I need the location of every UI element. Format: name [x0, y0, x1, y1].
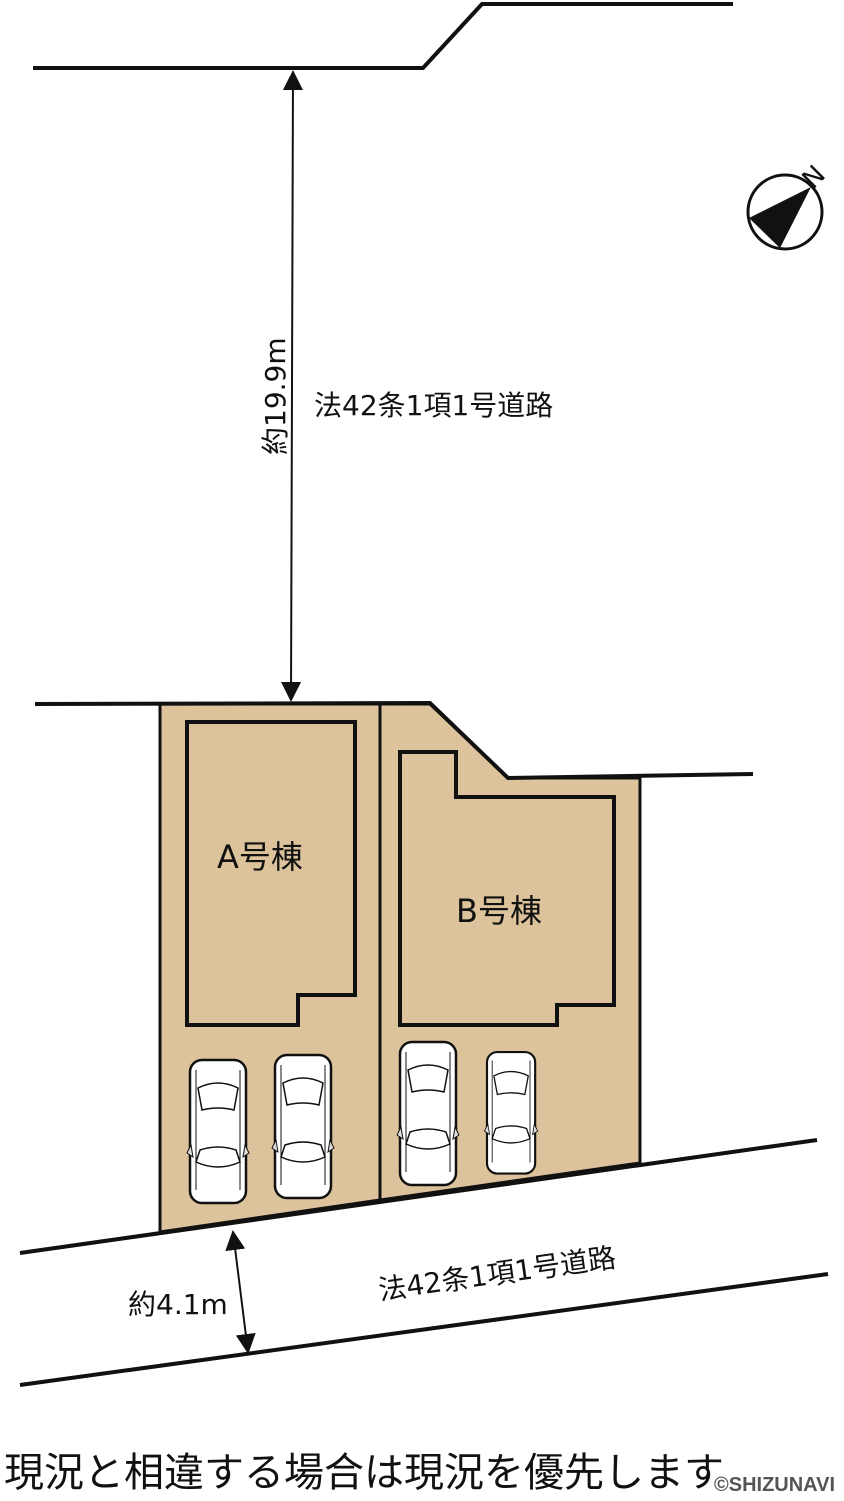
building-b — [398, 750, 616, 1027]
south-road-width-label: 約4.1m — [128, 1288, 228, 1321]
north-distance-arrow — [281, 70, 303, 702]
car-icon — [483, 1050, 539, 1175]
car-icon — [270, 1053, 336, 1200]
car-icon — [185, 1058, 251, 1205]
building-a — [185, 720, 357, 1027]
building-a-label: A号棟 — [217, 838, 303, 876]
north-distance-label: 約19.9m — [259, 337, 292, 455]
south-road-label: 法42条1項1号道路 — [376, 1241, 618, 1307]
building-b-label: B号棟 — [456, 892, 542, 930]
car-icon — [395, 1040, 461, 1187]
lot-top-edge — [34, 700, 754, 781]
north-road-label: 法42条1項1号道路 — [314, 389, 553, 422]
disclaimer-note: 現況と相違する場合は現況を優先します — [4, 1450, 724, 1496]
south-road-width-arrow — [225, 1230, 256, 1354]
south-road-edge-top — [19, 1138, 818, 1255]
south-road-edge-bottom — [19, 1272, 829, 1387]
north-road-edge — [33, 2, 733, 70]
copyright-credit: ©SHIZUNAVI — [714, 1474, 836, 1496]
north-compass-icon: N — [746, 160, 832, 251]
